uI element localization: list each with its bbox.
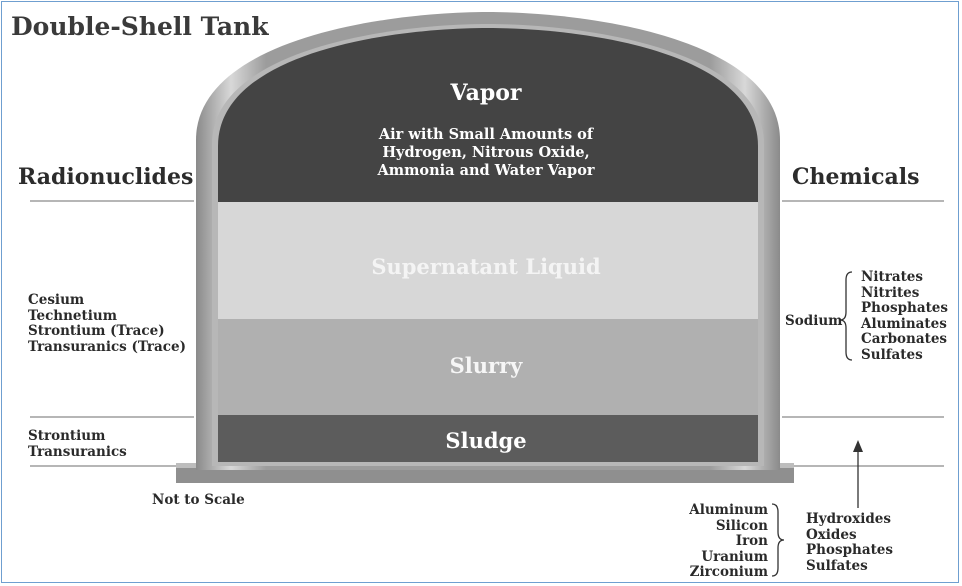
vapor-description-line: Hydrogen, Nitrous Oxide, <box>382 144 590 161</box>
list-item: Strontium (Trace) <box>28 323 165 339</box>
radionuclides-lower-list: Strontium Transuranics <box>28 428 127 460</box>
list-item: Sulfates <box>806 557 868 574</box>
supernatant-label: Supernatant Liquid <box>371 254 601 279</box>
list-item: Uranium <box>701 548 768 565</box>
sludge-label: Sludge <box>445 428 527 453</box>
list-item: Carbonates <box>861 331 948 347</box>
list-item: Cesium <box>28 292 85 308</box>
slurry-label: Slurry <box>449 353 523 378</box>
supernatant-layer <box>218 202 758 319</box>
compounds-list: Hydroxides Oxides Phosphates Sulfates <box>806 511 893 574</box>
radionuclides-upper-list: Cesium Technetium Strontium (Trace) Tran… <box>28 292 186 355</box>
list-item: Strontium <box>28 428 106 444</box>
sludge-layer <box>218 415 758 462</box>
list-item: Zirconium <box>689 564 768 580</box>
sodium-label: Sodium <box>785 313 843 329</box>
list-item: Technetium <box>28 307 117 324</box>
list-item: Silicon <box>715 517 768 534</box>
metals-list: Aluminum Silicon Iron Uranium Zirconium <box>620 502 768 581</box>
radionuclides-heading: Radionuclides <box>18 164 194 190</box>
vapor-description: Air with Small Amounts of Hydrogen, Nitr… <box>276 126 696 180</box>
list-item: Aluminum <box>689 502 768 518</box>
list-item: Oxides <box>806 526 857 543</box>
chemicals-upper-list: Nitrates Nitrites Phosphates Aluminates … <box>861 269 948 363</box>
vapor-layer <box>218 28 758 202</box>
list-item: Nitrites <box>861 284 920 301</box>
vapor-description-line: Air with Small Amounts of <box>378 126 594 143</box>
list-item: Phosphates <box>806 542 893 558</box>
list-item: Phosphates <box>861 300 948 316</box>
sodium-brace <box>839 271 853 361</box>
vapor-label: Vapor <box>450 80 522 106</box>
arrow-head-icon <box>853 440 863 452</box>
metals-brace <box>771 503 785 577</box>
list-item: Hydroxides <box>806 511 891 527</box>
scale-note: Not to Scale <box>152 492 245 508</box>
chemicals-heading: Chemicals <box>792 164 920 190</box>
list-item: Transuranics <box>28 443 127 460</box>
list-item: Transuranics (Trace) <box>28 338 186 355</box>
vapor-description-line: Ammonia and Water Vapor <box>377 162 595 179</box>
list-item: Sulfates <box>861 346 923 363</box>
list-item: Iron <box>735 533 768 549</box>
slurry-layer <box>218 319 758 415</box>
list-item: Aluminates <box>861 315 947 332</box>
diagram-title: Double-Shell Tank <box>11 12 269 41</box>
list-item: Nitrates <box>861 269 923 285</box>
